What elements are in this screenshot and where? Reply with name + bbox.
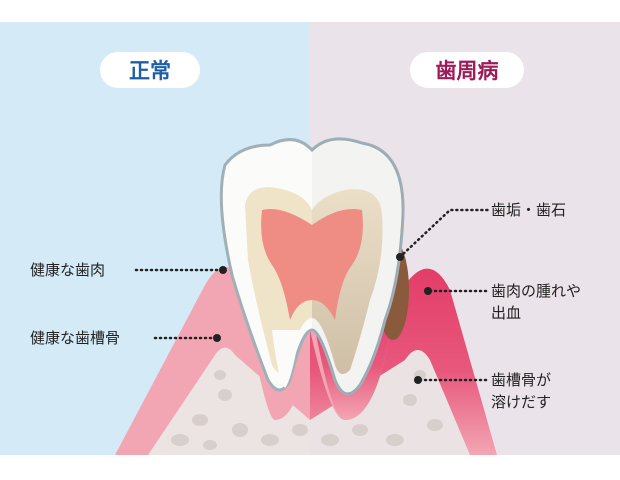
- label-bone-dissolving-line2: 溶けだす: [491, 393, 552, 411]
- heading-periodontal: 歯周病: [410, 52, 524, 88]
- label-healthy-bone: 健康な歯槽骨: [30, 329, 121, 347]
- healthy-bone: [148, 347, 310, 455]
- label-bone-dissolving: 歯槽骨が 溶けだす: [491, 369, 551, 413]
- label-gum-swelling: 歯肉の腫れや 出血: [491, 280, 581, 324]
- label-gum-swelling-line2: 出血: [491, 304, 522, 322]
- bone-texture: [171, 370, 443, 450]
- pulp: [261, 209, 363, 320]
- heading-normal: 正常: [100, 52, 200, 88]
- leader-lines: [134, 208, 490, 382]
- label-gum-swelling-line1: 歯肉の腫れや: [491, 282, 582, 300]
- leader-dots: [213, 253, 432, 384]
- label-plaque-tartar: 歯垢・歯石: [491, 201, 567, 219]
- label-healthy-gum: 健康な歯肉: [30, 261, 106, 279]
- label-bone-dissolving-line1: 歯槽骨が: [491, 371, 552, 389]
